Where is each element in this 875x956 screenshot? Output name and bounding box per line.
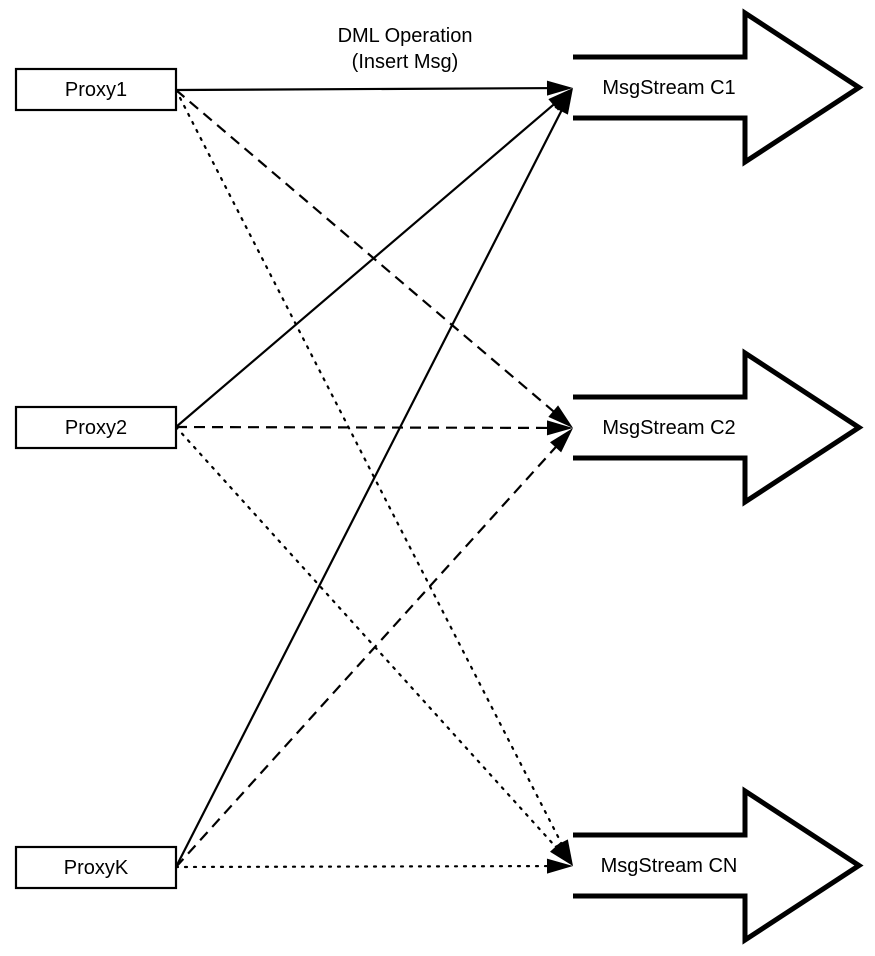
annotation-line-1: DML Operation bbox=[338, 25, 473, 47]
edge-e-p2-c1[interactable] bbox=[175, 88, 573, 428]
arrowhead-icon bbox=[546, 80, 573, 96]
arrowhead-icon bbox=[546, 858, 573, 874]
annotations-layer: DML Operation (Insert Msg) bbox=[338, 25, 473, 73]
arrowhead-icon bbox=[548, 405, 573, 428]
arrowhead-icon bbox=[548, 88, 573, 111]
node-label-stream_c1: MsgStream C1 bbox=[602, 77, 735, 99]
node-stream_c2[interactable]: MsgStream C2 bbox=[573, 348, 864, 507]
annotation-line-2: (Insert Msg) bbox=[352, 51, 459, 73]
node-stream_cn[interactable]: MsgStream CN bbox=[573, 786, 864, 945]
node-proxy2[interactable]: Proxy2 bbox=[14, 405, 178, 450]
edge-path-solid bbox=[175, 100, 568, 868]
edge-path-dotted bbox=[174, 88, 568, 855]
edge-path-dashed bbox=[175, 425, 559, 430]
node-label-stream_cn: MsgStream CN bbox=[601, 855, 738, 877]
node-stream_c1[interactable]: MsgStream C1 bbox=[573, 8, 864, 167]
edge-e-p1-c2[interactable] bbox=[175, 89, 573, 428]
edge-path-dotted bbox=[174, 864, 560, 869]
annotation-dml-operation-label: DML Operation (Insert Msg) bbox=[338, 25, 473, 73]
node-proxy1[interactable]: Proxy1 bbox=[14, 67, 178, 112]
arrowhead-icon bbox=[549, 428, 573, 453]
arrowhead-icon bbox=[549, 841, 573, 866]
arrowhead-icon bbox=[546, 420, 573, 436]
edge-e-pk-cn[interactable] bbox=[174, 858, 573, 874]
node-label-proxy1: Proxy1 bbox=[65, 79, 127, 101]
node-arrow-stream_cn bbox=[573, 786, 864, 945]
edge-e-p2-c2[interactable] bbox=[175, 420, 573, 436]
edge-path-dashed bbox=[175, 437, 565, 868]
edge-path-solid bbox=[175, 86, 559, 92]
node-label-stream_c2: MsgStream C2 bbox=[602, 417, 735, 439]
edges-layer bbox=[174, 80, 573, 874]
node-arrow-stream_c2 bbox=[573, 348, 864, 507]
node-arrow-stream_c1 bbox=[573, 8, 864, 167]
edge-path-dashed bbox=[175, 89, 563, 420]
edge-path-dotted bbox=[174, 425, 565, 857]
edge-e-p2-cn[interactable] bbox=[174, 425, 573, 866]
edge-e-p1-c1[interactable] bbox=[175, 80, 573, 96]
edge-e-pk-c1[interactable] bbox=[175, 88, 573, 868]
node-box-proxyk bbox=[14, 845, 178, 890]
node-box-proxy1 bbox=[14, 67, 178, 112]
edge-e-pk-c2[interactable] bbox=[175, 428, 573, 868]
node-label-proxyk: ProxyK bbox=[64, 857, 129, 879]
arrowhead-icon bbox=[554, 88, 573, 115]
node-box-proxy2 bbox=[14, 405, 178, 450]
node-label-proxy2: Proxy2 bbox=[65, 417, 127, 439]
edge-path-solid bbox=[175, 96, 563, 428]
node-proxyk[interactable]: ProxyK bbox=[14, 845, 178, 890]
